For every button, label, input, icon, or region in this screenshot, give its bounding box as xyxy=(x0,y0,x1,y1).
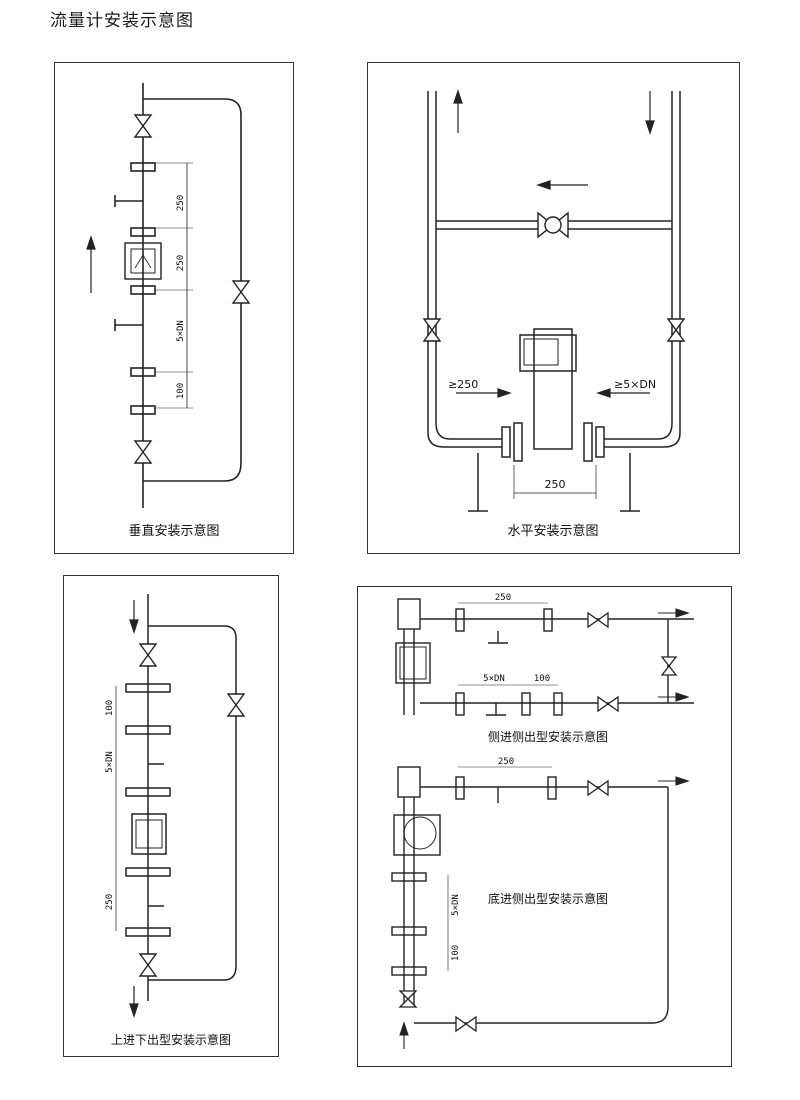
side-in-side-out-caption: 侧进侧出型安装示意图 xyxy=(488,729,608,744)
dim-250-horizontal: 250 xyxy=(545,478,566,491)
dim-250-top: 250 xyxy=(105,894,115,910)
horizontal-installation-panel: ≥250 ≥5×DN 250 水平安装示意图 xyxy=(367,62,740,554)
dim-250-side: 250 xyxy=(495,593,511,603)
side-installation-diagram: 250 5×DN 100 侧进侧出型安装示意图 250 5×DN 100 底进侧… xyxy=(391,593,694,1049)
dim-5dn-top: 5×DN xyxy=(105,751,115,773)
dim-250-upper: 250 xyxy=(176,195,186,211)
horizontal-caption: 水平安装示意图 xyxy=(507,523,598,539)
dim-100: 100 xyxy=(176,383,186,399)
dim-5dn-side: 5×DN xyxy=(483,674,505,684)
page-title: 流量计安装示意图 xyxy=(50,11,194,31)
horizontal-installation-diagram: ≥250 ≥5×DN 250 水平安装示意图 xyxy=(422,89,686,539)
vertical-installation-panel: 250 250 5×DN 100 垂直安装示意图 xyxy=(54,62,294,554)
vertical-installation-diagram: 250 250 5×DN 100 垂直安装示意图 xyxy=(86,83,251,539)
dim-5dn: 5×DN xyxy=(176,320,186,342)
dim-250-lower: 250 xyxy=(176,255,186,271)
top-in-bottom-out-panel: 100 5×DN 250 上进下出型安装示意图 xyxy=(63,575,279,1057)
top-in-bottom-out-caption: 上进下出型安装示意图 xyxy=(111,1032,231,1047)
bottom-in-side-out-caption: 底进侧出型安装示意图 xyxy=(488,891,608,906)
dim-100-top: 100 xyxy=(105,700,115,716)
dim-min-250: ≥250 xyxy=(448,378,478,391)
vertical-caption: 垂直安装示意图 xyxy=(128,523,219,539)
dim-5dn-bottom: 5×DN xyxy=(451,894,461,916)
side-installation-panel: 250 5×DN 100 侧进侧出型安装示意图 250 5×DN 100 底进侧… xyxy=(357,586,732,1067)
dim-250-bottom: 250 xyxy=(498,757,514,767)
dim-min-5dn: ≥5×DN xyxy=(614,378,656,391)
dim-100-side: 100 xyxy=(534,674,550,684)
top-in-bottom-out-diagram: 100 5×DN 250 上进下出型安装示意图 xyxy=(105,594,246,1047)
dim-100-bottom: 100 xyxy=(451,945,461,961)
